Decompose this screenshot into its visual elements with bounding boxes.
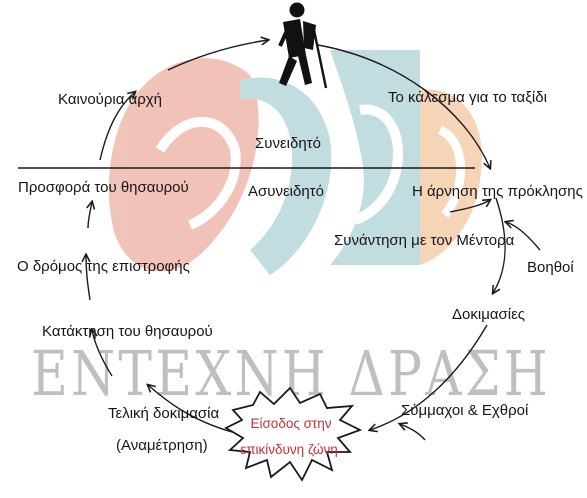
stage-danger-line1: Είσοδος στην bbox=[250, 416, 331, 431]
arc-left-upper bbox=[88, 202, 92, 229]
stage-final-line2: (Αναμέτρηση) bbox=[116, 437, 208, 454]
cycle-arcs bbox=[86, 40, 541, 441]
arc-bottom-left bbox=[148, 385, 233, 433]
arc-right-upper bbox=[493, 197, 506, 293]
arc-left-lower bbox=[92, 330, 113, 377]
watermark-logo bbox=[108, 50, 482, 275]
arc-top-left bbox=[167, 40, 268, 71]
arc-left-mid bbox=[86, 255, 91, 301]
label-conscious: Συνειδητό bbox=[255, 135, 321, 152]
stage-refusal: Η άρνηση της πρόκλησης bbox=[412, 183, 583, 200]
stage-allies: Σύμμαχοι & Εχθροί bbox=[401, 402, 529, 419]
stage-road-back: Ο δρόμος της επιστροφής bbox=[17, 258, 190, 275]
helpers-arrow bbox=[506, 222, 541, 251]
stage-trials: Δοκιμασίες bbox=[452, 306, 525, 323]
stage-danger-line2: επικίνδυνη ζώνη bbox=[240, 442, 338, 457]
stage-final-line1: Τελική δοκιμασία bbox=[108, 405, 219, 422]
explosion-burst-icon bbox=[224, 386, 363, 482]
arc-right-lower bbox=[370, 324, 488, 430]
mentor-to-refusal bbox=[449, 200, 490, 213]
hiker-icon bbox=[278, 2, 328, 89]
stage-helpers: Βοηθοί bbox=[527, 259, 574, 276]
stage-new-beginning: Καινούρια αρχή bbox=[58, 91, 162, 108]
stage-mentor: Συνάντηση με τον Μέντορα bbox=[334, 232, 515, 249]
stage-offering: Προσφορά του θησαυρού bbox=[18, 179, 189, 196]
stage-call: Το κάλεσμα για το ταξίδι bbox=[388, 89, 547, 106]
arc-top-right bbox=[317, 44, 490, 168]
label-unconscious: Ασυνειδητό bbox=[248, 183, 324, 200]
stage-seizure: Κατάκτηση του θησαυρού bbox=[42, 323, 213, 340]
arc-left-top bbox=[99, 92, 135, 161]
allies-arrow bbox=[400, 424, 426, 441]
